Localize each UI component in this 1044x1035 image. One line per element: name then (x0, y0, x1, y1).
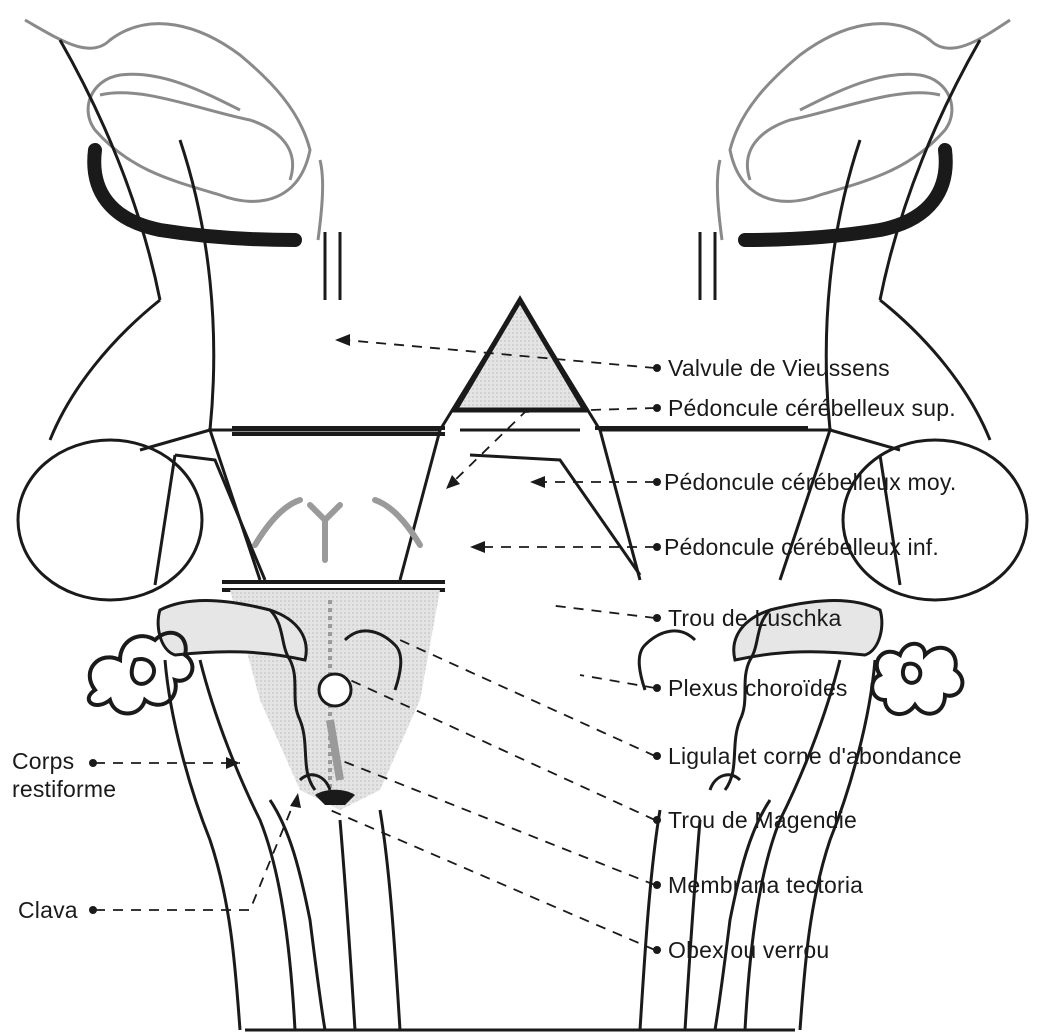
label-valvule-de-vieussens: Valvule de Vieussens (668, 355, 890, 381)
colliculi-outline (25, 20, 1010, 240)
label-pedoncule-inf: Pédoncule cérébelleux inf. (664, 534, 939, 560)
label-pedoncule-moy: Pédoncule cérébelleux moy. (664, 469, 956, 495)
label-membrana-tectoria: Membrana tectoria (668, 872, 863, 898)
label-pedoncule-sup: Pédoncule cérébelleux sup. (668, 395, 956, 421)
label-obex: Obex ou verrou (668, 937, 829, 963)
label-plexus-choroides: Plexus choroïdes (668, 675, 848, 701)
label-corps: Corps (12, 748, 74, 774)
middle-peduncle-ovals (18, 440, 1027, 600)
label-clava: Clava (18, 897, 78, 923)
striae-medullares (255, 500, 420, 560)
label-trou-de-magendie: Trou de Magendie (668, 807, 857, 833)
label-ligula: Ligula et corne d'abondance (668, 743, 962, 769)
label-trou-de-luschka: Trou de Luschka (668, 605, 841, 631)
label-restiforme: restiforme (12, 776, 116, 802)
